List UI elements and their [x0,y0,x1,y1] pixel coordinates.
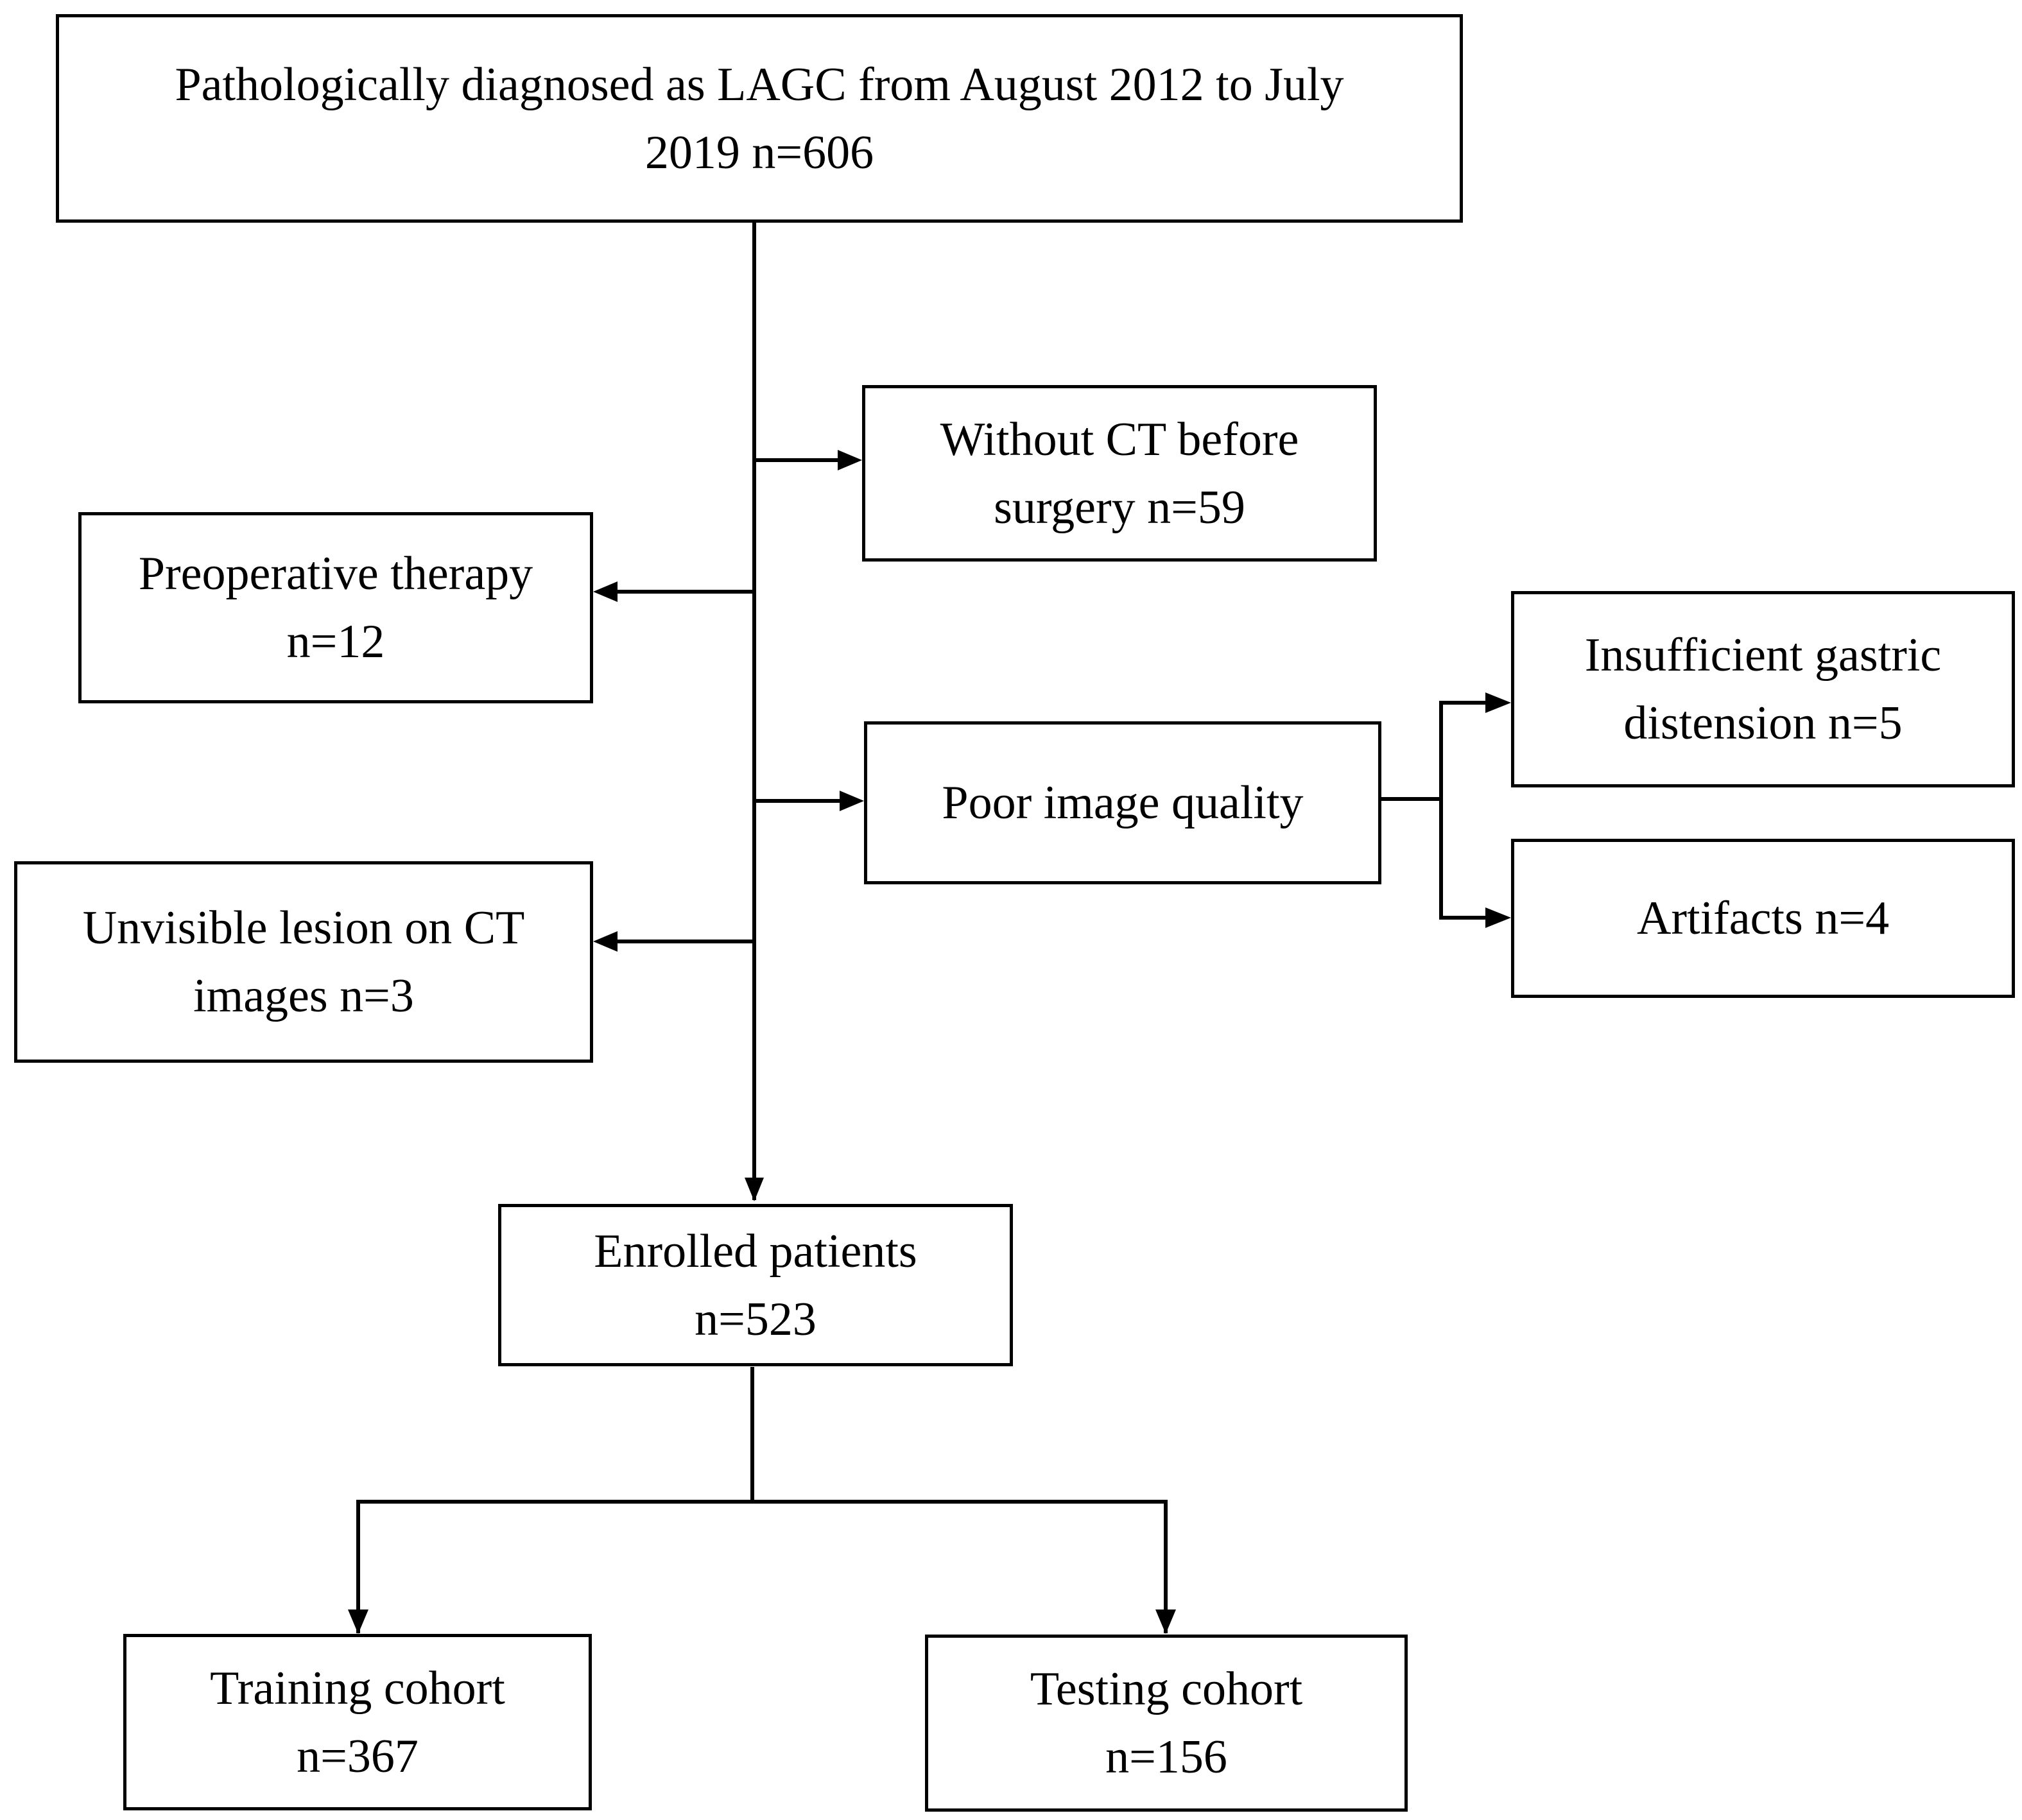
branch-training-arrowhead [348,1610,368,1634]
source-box: Pathologically diagnosed as LAGC from Au… [56,14,1463,223]
branch-poor-quality-arrowhead [840,791,864,811]
enrolled-line-1: Enrolled patients [594,1224,917,1278]
source-line-2: 2019 n=606 [644,126,874,179]
branch-no-ct-arrowhead [838,450,862,470]
testing-line-2: n=156 [1105,1731,1227,1783]
exclusion-unvisible-box: Unvisible lesion on CT images n=3 [14,861,593,1063]
artifacts-line-1: Artifacts n=4 [1636,892,1890,945]
poor-quality-line-1: Poor image quality [942,777,1304,829]
cohort-split [356,1500,1168,1633]
exclusion-distension-box: Insufficient gastric distension n=5 [1511,591,2015,787]
source-line-1: Pathologically diagnosed as LAGC from Au… [175,58,1344,111]
enrolled-line-2: n=523 [695,1292,817,1346]
testing-line-1: Testing cohort [1030,1663,1303,1715]
training-cohort-box: Training cohort n=367 [123,1634,592,1810]
no-ct-line-2: surgery n=59 [994,481,1245,534]
branch-distension-arrowhead [1485,692,1511,713]
no-ct-line-1: Without CT before [940,413,1299,466]
testing-cohort-box: Testing cohort n=156 [925,1635,1408,1812]
training-line-2: n=367 [297,1730,419,1783]
branch-artifacts-arrowhead [1485,907,1511,928]
distension-line-2: distension n=5 [1623,697,1903,750]
preop-line-2: n=12 [286,615,385,668]
exclusion-poor-quality-box: Poor image quality [864,721,1381,884]
enrolled-box: Enrolled patients n=523 [498,1204,1013,1366]
branch-preop-arrowhead [593,581,618,602]
unvisible-line-1: Unvisible lesion on CT [82,902,525,954]
unvisible-line-2: images n=3 [193,970,414,1022]
exclusion-no-ct-box: Without CT before surgery n=59 [862,385,1377,562]
exclusion-artifacts-box: Artifacts n=4 [1511,839,2015,998]
branch-unvisible-arrowhead [593,931,618,952]
preop-line-1: Preoperative therapy [138,547,533,600]
training-line-1: Training cohort [210,1661,505,1715]
exclusion-preop-box: Preoperative therapy n=12 [78,512,593,703]
distension-line-1: Insufficient gastric [1584,629,1942,682]
quality-bracket [1439,701,1486,920]
branch-testing-arrowhead [1155,1610,1176,1634]
main-trunk-arrowhead [745,1178,764,1201]
